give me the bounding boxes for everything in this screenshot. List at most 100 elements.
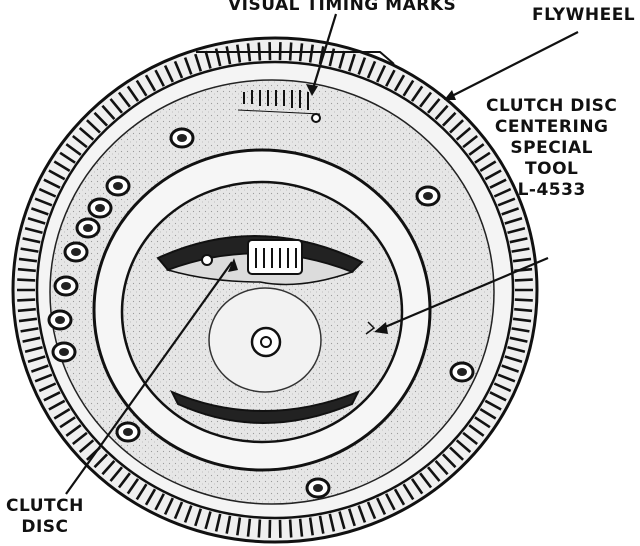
bolt-center — [423, 192, 433, 200]
gear-tooth — [385, 493, 396, 511]
gear-tooth — [441, 111, 457, 127]
tool-mark — [365, 321, 376, 335]
gear-tooth — [366, 60, 377, 79]
gear-tooth — [385, 69, 396, 87]
gear-tooth — [393, 488, 406, 506]
leader-flywheel — [447, 31, 579, 99]
gear-tooth — [479, 407, 497, 420]
gear-tooth — [20, 247, 39, 253]
gear-tooth — [144, 488, 157, 506]
gear-tooth — [109, 466, 124, 482]
gear-tooth — [512, 257, 532, 263]
gear-tooth — [479, 160, 497, 173]
leader-clutch-disc — [65, 261, 233, 495]
gear-tooth — [65, 424, 82, 437]
gear-tooth — [173, 501, 184, 520]
gear-tooth — [93, 111, 109, 127]
gear-tooth — [246, 518, 252, 537]
gear-tooth — [24, 345, 43, 353]
gear-tooth — [468, 424, 485, 437]
gear-tooth — [194, 53, 203, 72]
bolt-center — [59, 348, 69, 356]
gear-tooth — [509, 336, 528, 343]
gear-tooth — [43, 391, 61, 402]
timing-pointer — [311, 113, 321, 123]
ring-gear-teeth — [17, 42, 533, 538]
clutch-disc-window-bottom — [169, 390, 361, 424]
gear-tooth — [489, 178, 507, 189]
gear-tooth — [497, 197, 516, 207]
gear-tooth — [462, 431, 479, 446]
label-visual-timing-marks-text: VISUAL TIMING MARKS — [228, 0, 457, 15]
gear-tooth — [511, 247, 530, 253]
gear-tooth — [410, 478, 424, 495]
bolt-center — [123, 428, 133, 436]
arrow-centering-tool — [374, 322, 388, 334]
gear-tooth — [117, 91, 131, 108]
bolt-center — [55, 316, 65, 324]
gear-tooth — [507, 227, 526, 235]
gear-tooth — [455, 127, 472, 141]
gear-tooth — [154, 69, 165, 87]
gear-tooth — [257, 519, 262, 538]
gear-tooth — [484, 169, 502, 181]
gear-tooth — [468, 143, 485, 156]
gear-tooth — [497, 373, 516, 383]
gear-tooth — [393, 74, 406, 92]
gear-tooth — [514, 307, 533, 313]
gear-tooth — [30, 364, 49, 373]
cover-bolts — [47, 127, 475, 499]
gear-tooth — [489, 391, 507, 402]
gear-tooth — [214, 513, 222, 532]
gear-tooth — [509, 237, 528, 244]
leader-timing-marks — [310, 13, 338, 93]
gear-tooth — [17, 267, 36, 273]
gear-tooth — [308, 517, 314, 536]
gear-tooth — [144, 74, 157, 92]
gear-tooth — [493, 187, 512, 198]
gear-tooth — [462, 134, 479, 149]
gear-tooth — [71, 431, 88, 446]
gear-tooth — [347, 508, 356, 527]
gear-tooth — [38, 382, 57, 393]
gear-tooth — [117, 472, 131, 489]
bolt-center — [95, 204, 105, 212]
gear-tooth — [48, 169, 66, 181]
gear-tooth — [17, 298, 36, 302]
gear-tooth — [183, 505, 193, 523]
gear-tooth — [501, 364, 520, 373]
gear-tooth — [101, 104, 116, 120]
gear-tooth — [455, 439, 472, 453]
gear-tooth — [347, 53, 356, 72]
gear-tooth — [24, 227, 43, 235]
gear-tooth — [474, 416, 491, 429]
gear-tooth — [236, 517, 242, 536]
gear-tooth — [511, 327, 530, 333]
bolt-center — [313, 484, 323, 492]
gear-tooth — [236, 44, 242, 63]
bolt-center — [177, 134, 187, 142]
gear-tooth — [449, 446, 464, 461]
gear-tooth — [20, 327, 39, 333]
gear-tooth — [366, 501, 377, 520]
label-tool-line-4: TOOL — [525, 159, 579, 179]
gear-tooth — [17, 278, 36, 282]
gear-tooth — [22, 336, 41, 343]
centering-tool-splines — [255, 248, 297, 268]
label-clutch-disc-centering-tool: CLUTCH DISC CENTERING SPECIAL TOOL L-453… — [486, 96, 617, 201]
gear-tooth — [419, 91, 433, 108]
timing-marks — [237, 90, 321, 115]
label-clutch-disc: CLUTCH DISC — [6, 496, 84, 538]
gear-tooth — [17, 307, 36, 313]
bolt-center — [83, 224, 93, 232]
label-tool-line-2: CENTERING — [494, 117, 609, 137]
label-disc-line-2: DISC — [21, 517, 69, 537]
label-tool-line-3: SPECIAL — [510, 138, 593, 158]
gear-tooth — [426, 466, 441, 482]
gear-tooth — [357, 57, 367, 75]
gear-tooth — [27, 217, 46, 225]
label-tool-line-1: CLUTCH DISC — [486, 96, 618, 116]
gear-tooth — [59, 416, 76, 429]
bolt-center — [71, 248, 81, 256]
